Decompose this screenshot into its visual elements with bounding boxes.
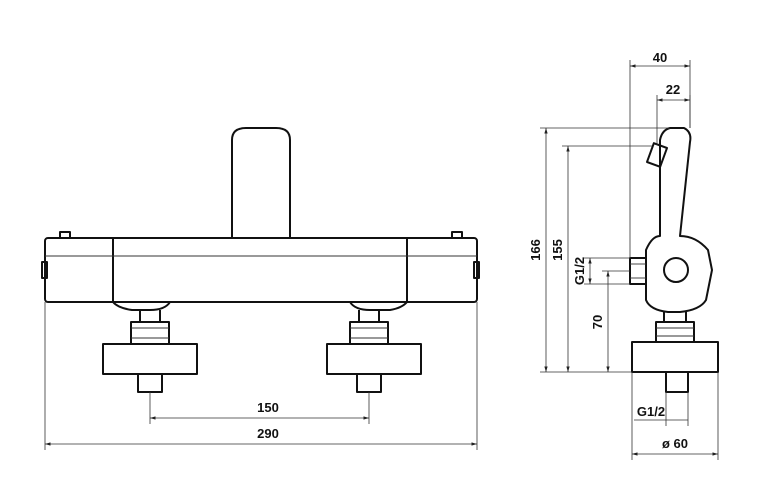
dim-handle-height-label: 155 [550,239,565,261]
front-left-inlet [102,310,198,393]
dim-outlet-thread-label: G1/2 [572,257,587,285]
dim-total-height: 166 [528,127,670,373]
dim-inlet-thread: G1/2 [634,392,689,426]
dim-inlet-spacing-label: 150 [257,400,279,415]
dim-handle-height: 155 [550,145,652,372]
dim-depth-label: 40 [653,50,667,65]
side-outlet [629,257,647,285]
dim-overall-width-label: 290 [257,426,279,441]
front-body [44,237,478,303]
side-body [645,127,713,313]
dim-inlet-spacing: 150 [149,392,370,424]
side-flange [631,341,719,373]
dim-inlet-thread-label: G1/2 [637,404,665,419]
front-right-inlet [326,310,422,393]
dim-outlet-height-label: 70 [590,315,605,329]
dim-outlet-offset: 22 [656,82,691,145]
dim-flange-diameter-label: ø 60 [662,436,688,451]
dim-outlet-height: 70 [590,270,630,372]
side-cap [663,257,689,283]
dim-overall-width: 290 [44,302,478,450]
front-view: 150 290 [41,127,480,450]
dim-flange-diameter: ø 60 [631,372,719,460]
dim-outlet-offset-label: 22 [666,82,680,97]
dim-depth: 40 [629,50,691,258]
front-lever-handle [231,127,291,238]
side-view: 40 22 166 155 G1/2 [528,50,719,460]
dim-total-height-label: 166 [528,239,543,261]
